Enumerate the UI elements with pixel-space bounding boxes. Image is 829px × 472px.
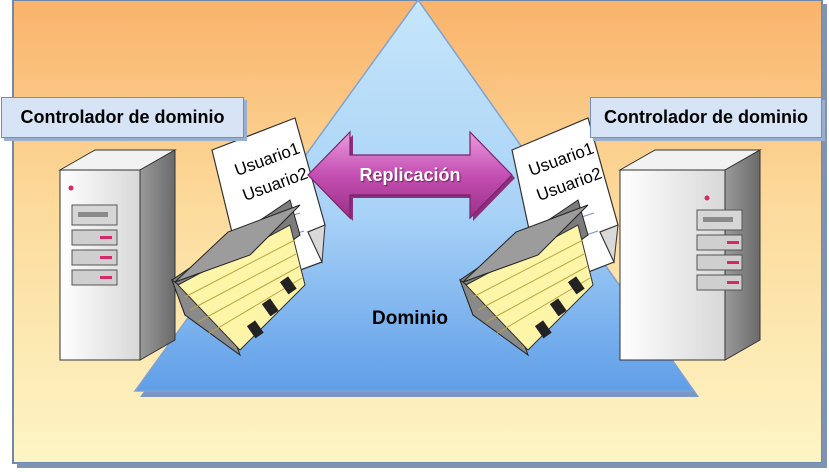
domain-label: Dominio [372, 308, 448, 329]
domain-controller-label-left-text: Controlador de dominio [20, 107, 225, 127]
panel-shadow-bottom [17, 463, 827, 468]
right-book-icon [458, 199, 594, 357]
left-book-icon [170, 199, 306, 357]
replication-label: Replicación [359, 164, 461, 185]
panel-shadow-right [822, 4, 827, 466]
left-server-icon [58, 149, 177, 361]
domain-controller-label-right: Controlador de dominio [590, 97, 822, 138]
replication-arrow [307, 130, 515, 221]
domain-controller-label-left: Controlador de dominio [1, 97, 244, 138]
domain-controller-label-right-text: Controlador de dominio [604, 107, 808, 127]
right-server-icon [618, 149, 762, 361]
